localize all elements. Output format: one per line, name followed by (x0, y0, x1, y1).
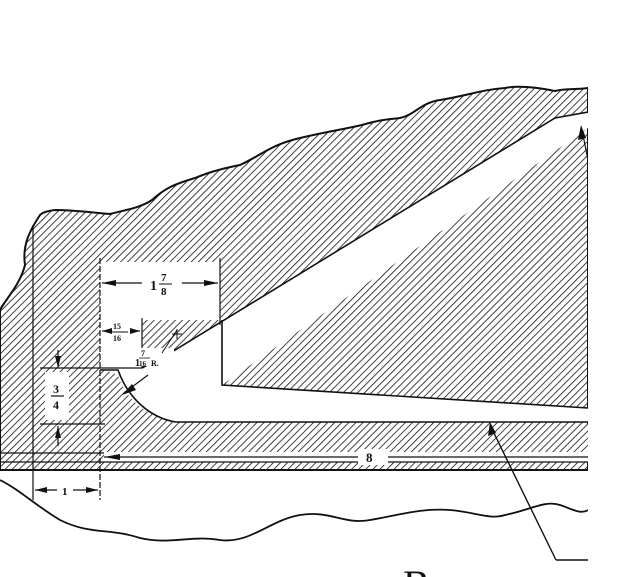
dim-edge-offset: 1 (62, 486, 68, 498)
svg-text:1: 1 (150, 279, 157, 294)
dim-inner-width: 15 16 (112, 322, 128, 343)
svg-text:1: 1 (135, 358, 140, 369)
break-line-lower (0, 479, 588, 542)
dim-overall-width: 1 7 8 (150, 272, 172, 298)
svg-text:16: 16 (139, 360, 147, 368)
svg-text:7: 7 (141, 349, 145, 358)
svg-text:15: 15 (113, 322, 121, 331)
figure-label: B (403, 562, 430, 577)
svg-text:16: 16 (113, 334, 121, 343)
svg-text:7: 7 (161, 272, 167, 284)
svg-text:R.: R. (151, 359, 159, 368)
dim-length: 8 (366, 450, 373, 465)
dim-radius: 1 7 16 R. (135, 349, 159, 369)
svg-text:3: 3 (53, 382, 59, 396)
svg-text:8: 8 (161, 286, 167, 298)
svg-text:4: 4 (53, 398, 59, 412)
dim-slot-height: 3 4 (51, 382, 64, 412)
